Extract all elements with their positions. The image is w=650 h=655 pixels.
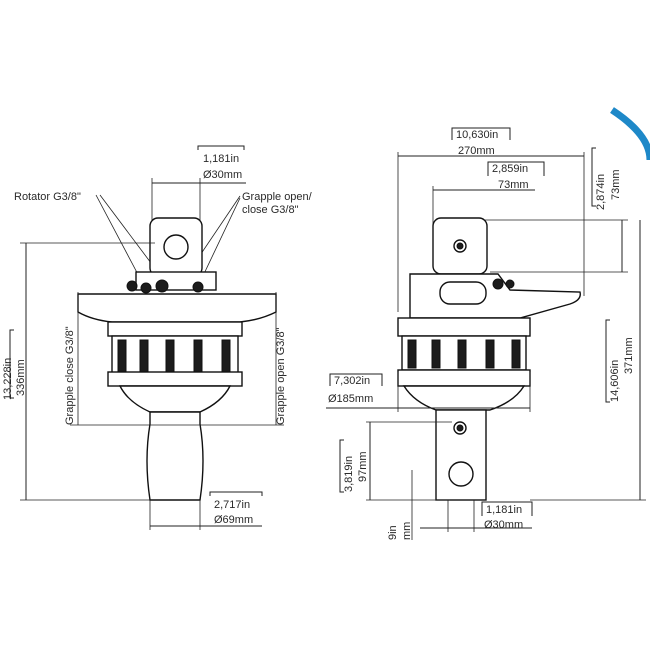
left-top-bore-mm: Ø30mm	[203, 169, 242, 181]
right-cut-mm: mm	[401, 522, 413, 540]
left-shaft-dia-mm: Ø69mm	[214, 514, 253, 526]
right-width-mm: 270mm	[458, 145, 495, 157]
left-height-mm: 336mm	[15, 359, 27, 396]
left-view: 1,181in Ø30mm Rotator G3/8" Grapple open…	[2, 145, 313, 530]
right-top-height-mm: 73mm	[610, 169, 622, 200]
right-shaft-len-in: 3,819in	[343, 456, 355, 492]
grapple-close-side-label: Grapple close G3/8"	[64, 326, 76, 425]
left-height-in: 13,228in	[2, 358, 14, 400]
right-offset-in: 2,859in	[492, 163, 528, 175]
right-cut-in: 9in	[387, 525, 399, 540]
right-bottom-bore-mm: Ø30mm	[484, 519, 523, 531]
right-body-dia-in: 7,302in	[334, 375, 370, 387]
right-shaft-len-mm: 97mm	[357, 451, 369, 482]
right-body-dia-mm: Ø185mm	[328, 393, 373, 405]
right-offset-mm: 73mm	[498, 179, 529, 191]
right-bottom-bore-in: 1,181in	[486, 504, 522, 516]
left-top-bore-in: 1,181in	[203, 153, 239, 165]
right-top-height-in: 2,874in	[595, 174, 607, 210]
accent-arc	[610, 107, 650, 161]
left-shaft-dia-in: 2,717in	[214, 499, 250, 511]
right-view: 10,630in 270mm 2,859in 73mm 2,874in 73mm	[326, 127, 646, 540]
right-total-height-mm: 371mm	[623, 337, 635, 374]
rotator-port-label: Rotator G3/8"	[14, 191, 81, 203]
grapple-open-side-label: Grapple open G3/8"	[275, 327, 287, 425]
grapple-port-label-1: Grapple open/	[242, 191, 313, 203]
grapple-port-label-2: close G3/8"	[242, 204, 299, 216]
right-width-in: 10,630in	[456, 129, 498, 141]
right-total-height-in: 14,606in	[609, 360, 621, 402]
